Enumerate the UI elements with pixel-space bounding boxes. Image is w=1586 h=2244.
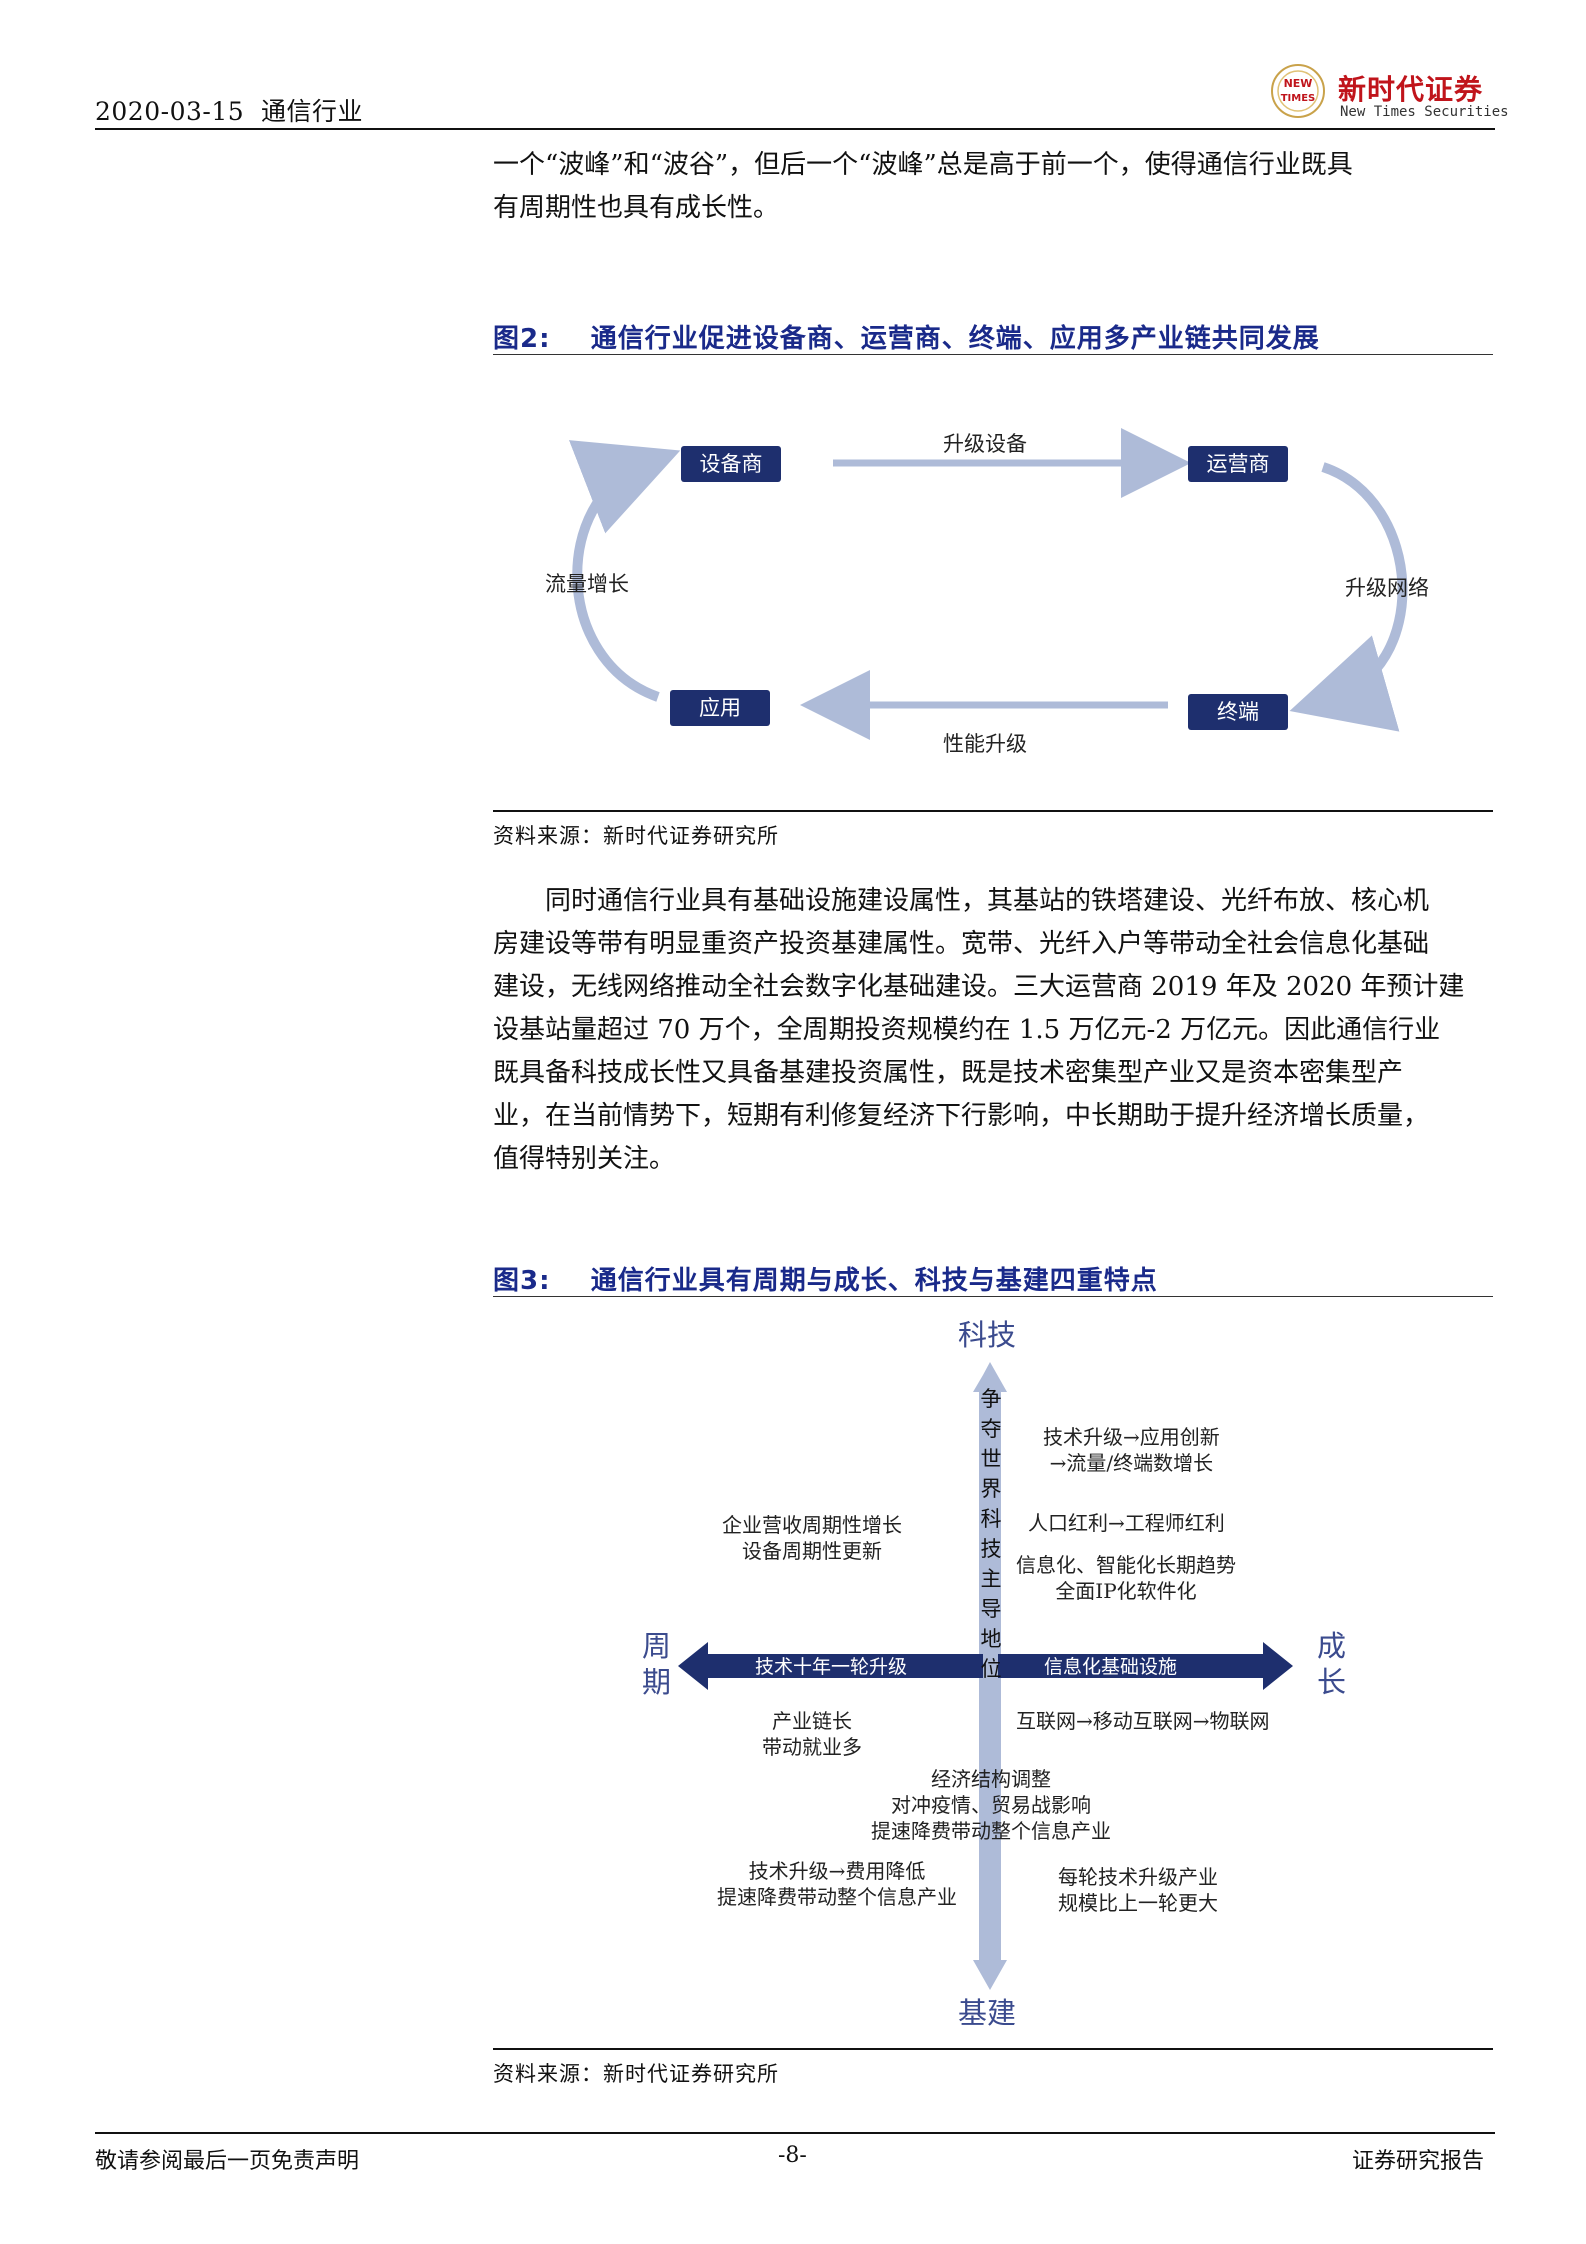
left-arrow-label: 技术十年一轮升级 bbox=[755, 1656, 908, 1678]
footer-divider bbox=[95, 2132, 1495, 2134]
body-line-2: 房建设等带有明显重资产投资基建属性。宽带、光纤入户等带动全社会信息化基础 bbox=[493, 929, 1430, 959]
fig2-number: 图2: bbox=[493, 324, 551, 354]
header-industry: 通信行业 bbox=[261, 97, 364, 126]
svg-text:NEW: NEW bbox=[1284, 77, 1313, 90]
vertical-axis-arrow bbox=[973, 1362, 1007, 1990]
fig3-diagram bbox=[678, 1362, 1293, 1990]
footer-disclaimer: 敬请参阅最后一页免责声明 bbox=[95, 2149, 360, 2174]
node-operator: 运营商 bbox=[1188, 446, 1288, 482]
fig3-title: 图3: 通信行业具有周期与成长、科技与基建四重特点 bbox=[493, 1260, 1158, 1297]
body-line-3: 建设，无线网络推动全社会数字化基础建设。三大运营商 2019 年及 2020 年… bbox=[493, 972, 1465, 1002]
body-line-1: 同时通信行业具有基础设施建设属性，其基站的铁塔建设、光纤布放、核心机 bbox=[545, 886, 1430, 916]
fig2-top-rule bbox=[493, 354, 1493, 355]
q-top-right-1: 技术升级→应用创新 →流量/终端数增长 bbox=[1043, 1425, 1220, 1475]
body-line-6: 业，在当前情势下，短期有利修复经济下行影响，中长期助于提升经济增长质量， bbox=[493, 1101, 1430, 1131]
axis-label-bottom: 基建 bbox=[958, 1996, 1017, 2030]
edge-label-right: 升级网络 bbox=[1345, 576, 1429, 600]
q-top-left: 企业营收周期性增长 设备周期性更新 bbox=[722, 1513, 902, 1563]
arrow-operator-to-terminal bbox=[1289, 462, 1408, 732]
q-top-right-3: 信息化、智能化长期趋势 全面IP化软件化 bbox=[1016, 1553, 1236, 1603]
fig3-bottom-rule bbox=[493, 2048, 1493, 2050]
fig3-title-text: 通信行业具有周期与成长、科技与基建四重特点 bbox=[590, 1266, 1158, 1296]
body-line-5: 既具备科技成长性又具备基建投资属性，既是技术密集型产业又是资本密集型产 bbox=[493, 1058, 1404, 1088]
node-terminal: 终端 bbox=[1188, 694, 1288, 730]
fig2-source: 资料来源：新时代证券研究所 bbox=[493, 824, 779, 848]
body-line-7: 值得特别关注。 bbox=[493, 1144, 676, 1174]
intro-line-2: 有周期性也具有成长性。 bbox=[493, 193, 780, 223]
header-date: 2020-03-15 bbox=[95, 97, 245, 126]
right-arrow-label: 信息化基础设施 bbox=[1044, 1656, 1178, 1678]
vertical-axis-text: 争 夺 世 界 科 技 主 导 地 位 bbox=[980, 1387, 1002, 1681]
edge-label-top: 升级设备 bbox=[943, 432, 1027, 456]
logo-text-cn: 新时代证券 bbox=[1338, 73, 1484, 106]
axis-label-top: 科技 bbox=[958, 1318, 1017, 1352]
fig3-top-rule bbox=[493, 1296, 1493, 1297]
header-date-industry: 2020-03-15 通信行业 bbox=[95, 92, 363, 128]
node-application: 应用 bbox=[670, 690, 770, 726]
fig2-title-text: 通信行业促进设备商、运营商、终端、应用多产业链共同发展 bbox=[590, 324, 1320, 354]
q-bottom-right-2: 每轮技术升级产业 规模比上一轮更大 bbox=[1058, 1865, 1218, 1915]
logo-text-en: New Times Securities bbox=[1340, 104, 1509, 120]
company-logo: NEW TIMES bbox=[1271, 64, 1325, 118]
q-top-right-2: 人口红利→工程师红利 bbox=[1028, 1511, 1225, 1535]
q-bottom-right-1: 互联网→移动互联网→物联网 bbox=[1016, 1709, 1270, 1733]
intro-line-1: 一个“波峰”和“波谷”，但后一个“波峰”总是高于前一个，使得通信行业既具 bbox=[493, 150, 1353, 180]
fig2-bottom-rule bbox=[493, 810, 1493, 812]
q-bottom-left-2: 技术升级→费用降低 提速降费带动整个信息产业 bbox=[717, 1859, 957, 1909]
right-axis-arrow bbox=[998, 1642, 1293, 1690]
body-paragraph: 同时通信行业具有基础设施建设属性，其基站的铁塔建设、光纤布放、核心机 房建设等带… bbox=[493, 880, 1493, 1181]
edge-label-bottom: 性能升级 bbox=[943, 732, 1027, 756]
footer-report-type: 证券研究报告 bbox=[1352, 2149, 1485, 2174]
intro-paragraph: 一个“波峰”和“波谷”，但后一个“波峰”总是高于前一个，使得通信行业既具 有周期… bbox=[493, 144, 1493, 230]
header-divider bbox=[95, 128, 1495, 130]
axis-label-left: 周期 bbox=[642, 1629, 672, 1699]
node-equipment: 设备商 bbox=[681, 446, 781, 482]
center-bottom: 经济结构调整 对冲疫情、贸易战影响 提速降费带动整个信息产业 bbox=[871, 1767, 1111, 1843]
fig2-title: 图2: 通信行业促进设备商、运营商、终端、应用多产业链共同发展 bbox=[493, 318, 1320, 355]
footer-page-number: -8- bbox=[778, 2143, 807, 2168]
fig2-diagram bbox=[568, 428, 1408, 740]
fig3-number: 图3: bbox=[493, 1266, 551, 1296]
left-axis-arrow bbox=[678, 1642, 983, 1690]
edge-label-left: 流量增长 bbox=[545, 572, 629, 596]
axis-label-right: 成长 bbox=[1317, 1629, 1347, 1699]
fig3-source: 资料来源：新时代证券研究所 bbox=[493, 2062, 779, 2086]
body-line-4: 设基站量超过 70 万个，全周期投资规模约在 1.5 万亿元-2 万亿元。因此通… bbox=[493, 1015, 1441, 1045]
q-bottom-left-1: 产业链长 带动就业多 bbox=[762, 1709, 862, 1759]
arrow-application-to-equipment bbox=[568, 440, 681, 702]
svg-text:TIMES: TIMES bbox=[1281, 93, 1316, 104]
